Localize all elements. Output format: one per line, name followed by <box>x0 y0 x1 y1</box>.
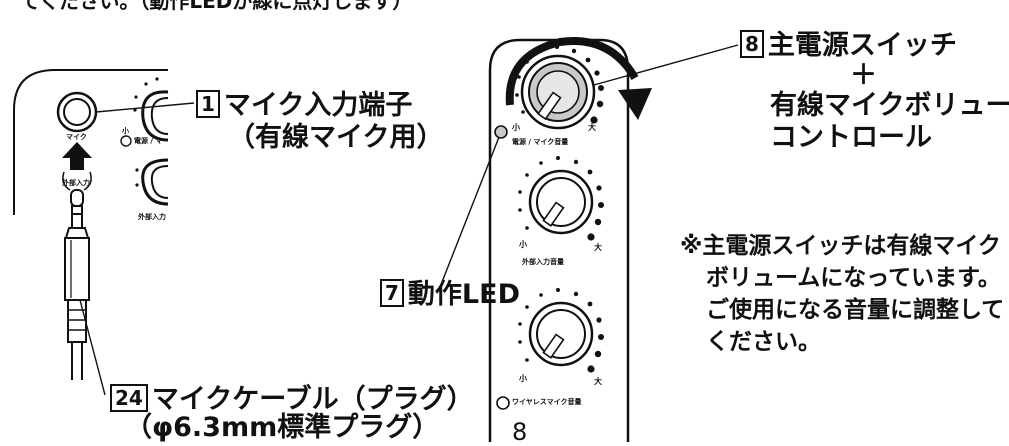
left-ext-label: 外部入力 <box>62 179 90 187</box>
rotate-arrow-icon <box>505 37 639 106</box>
callout-mic-input-sub: （有線マイク用） <box>228 122 444 153</box>
knob3-large-label: 大 <box>594 377 602 386</box>
plus-sign: ＋ <box>850 60 877 91</box>
mic-plug <box>64 189 90 380</box>
knob1-small-label: 小 <box>512 123 520 132</box>
note-line-1: ※主電源スイッチは有線マイク <box>680 233 1001 259</box>
note-line-4: ください。 <box>706 329 821 355</box>
knob3-small-label: 小 <box>519 374 527 383</box>
left-ext-in-label: 外部入力 <box>138 213 166 221</box>
page-number: 8 <box>512 418 528 446</box>
wireless-volume-label: ワイヤレスマイク音量 <box>512 398 582 406</box>
knob2-small-label: 小 <box>519 240 527 249</box>
note-line-2: ボリュームになっています。 <box>706 265 1001 291</box>
callout-cable-sub: （φ6.3mm標準プラグ） <box>125 412 440 443</box>
callout-number: 8 <box>740 30 764 58</box>
left-led <box>120 135 132 147</box>
left-knob-1 <box>141 90 169 142</box>
status-led <box>494 125 508 139</box>
power-mic-knob[interactable] <box>520 54 596 130</box>
knob2-large-label: 大 <box>594 243 602 252</box>
left-power-mic-label: 電源 / マ <box>134 137 163 145</box>
left-small-label: 小 <box>122 127 129 135</box>
top-text: てください。（動作LEDが緑に点灯します） <box>20 0 413 13</box>
callout-number: 7 <box>380 279 404 307</box>
wireless-volume-knob[interactable] <box>528 301 594 367</box>
knob1-large-label: 大 <box>588 123 596 132</box>
callout-number: 24 <box>110 384 148 412</box>
note-line-3: ご使用になる音量に調整して <box>706 297 1005 323</box>
wireless-led <box>496 396 510 410</box>
external-volume-knob[interactable] <box>528 169 594 235</box>
power-mic-volume-label: 電源 / マイク音量 <box>512 138 569 146</box>
left-mic-label: マイク <box>66 133 87 141</box>
left-panel <box>13 69 169 380</box>
callout-number: 1 <box>196 90 220 118</box>
control-panel <box>488 37 652 442</box>
arrow-up-icon <box>62 142 92 170</box>
external-volume-label: 外部入力音量 <box>522 258 564 266</box>
left-knob-2 <box>141 158 169 206</box>
callout-control-line: コントロール <box>770 122 932 153</box>
